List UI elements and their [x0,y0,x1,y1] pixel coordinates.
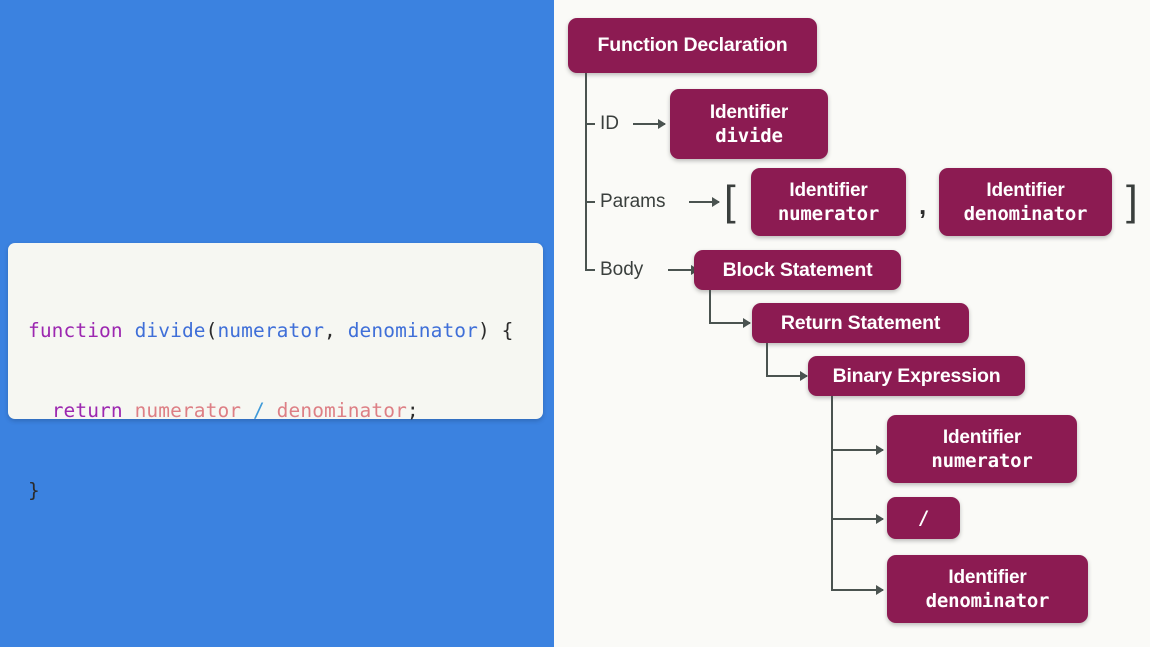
node-type-label: Identifier [986,179,1065,201]
node-binary-expression[interactable]: Binary Expression [808,356,1025,396]
node-operand-left-numerator[interactable]: Identifier numerator [887,415,1077,483]
params-comma: , [919,190,927,220]
code-panel: function divide(numerator, denominator) … [0,0,554,647]
node-type-label: Identifier [709,101,789,123]
token-space-2 [123,399,135,422]
code-line-2: return numerator / denominator; [28,391,533,431]
node-value-label: denominator [963,202,1088,225]
block-to-return-vline [709,290,711,323]
node-identifier-numerator-param[interactable]: Identifier numerator [751,168,906,236]
arrow-params [689,197,720,207]
code-line-1: function divide(numerator, denominator) … [28,311,533,351]
token-brace-open: { [489,319,514,342]
node-label: / [917,507,930,529]
token-param-numerator: numerator [217,319,325,342]
binary-children-trunk [831,396,833,590]
node-value-label: denominator [925,589,1050,612]
token-ident-numerator: numerator [134,399,242,422]
arrow-operator [831,514,884,524]
node-type-label: Identifier [942,426,1022,448]
arrow-block-to-return [709,318,751,328]
code-card: function divide(numerator, denominator) … [8,243,543,502]
token-indent [28,399,52,422]
node-operator-divide[interactable]: / [887,497,960,539]
node-identifier-divide[interactable]: Identifier divide [670,89,828,159]
code-block: function divide(numerator, denominator) … [28,271,533,591]
bracket-close: ] [1126,177,1138,224]
token-space [123,319,135,342]
arrow-return-to-binary [766,371,808,381]
node-identifier-denominator-param[interactable]: Identifier denominator [939,168,1112,236]
ast-tree-panel: Function Declaration ID Identifier divid… [554,0,1150,647]
arrow-operand-right [831,585,884,595]
node-operand-right-denominator[interactable]: Identifier denominator [887,555,1088,623]
node-type-label: Identifier [948,566,1027,588]
token-ident-denominator: denominator [276,399,407,422]
root-trunk-line [585,73,587,271]
token-keyword-function: function [28,319,123,342]
token-keyword-return: return [51,399,123,422]
tick-params [585,201,595,203]
token-operator-divide: / [241,399,277,422]
node-value-label: numerator [931,449,1033,472]
code-line-3: } [28,471,533,511]
token-paren-close: ) [477,319,490,342]
token-paren-open: ( [205,319,218,342]
edge-label-params: Params [600,191,666,212]
token-function-name: divide [134,319,206,342]
node-block-statement[interactable]: Block Statement [694,250,901,290]
return-to-binary-vline [766,343,768,376]
arrow-id [633,119,666,129]
node-label: Function Declaration [597,34,788,56]
token-comma: , [324,319,348,342]
tick-id [585,123,595,125]
node-label: Return Statement [780,311,941,334]
bracket-open: [ [724,177,736,224]
edge-label-id: ID [600,113,619,134]
node-type-label: Identifier [789,179,868,201]
node-value-label: numerator [777,202,880,225]
node-return-statement[interactable]: Return Statement [752,303,969,343]
node-function-declaration[interactable]: Function Declaration [568,18,817,73]
tick-body [585,269,595,271]
token-semicolon: ; [406,399,419,422]
arrow-operand-left [831,445,884,455]
node-label: Binary Expression [832,364,1001,387]
edge-label-body: Body [600,259,644,280]
node-value-label: divide [715,124,783,147]
token-param-denominator: denominator [347,319,478,342]
token-brace-close: } [28,479,40,502]
node-label: Block Statement [722,258,873,281]
